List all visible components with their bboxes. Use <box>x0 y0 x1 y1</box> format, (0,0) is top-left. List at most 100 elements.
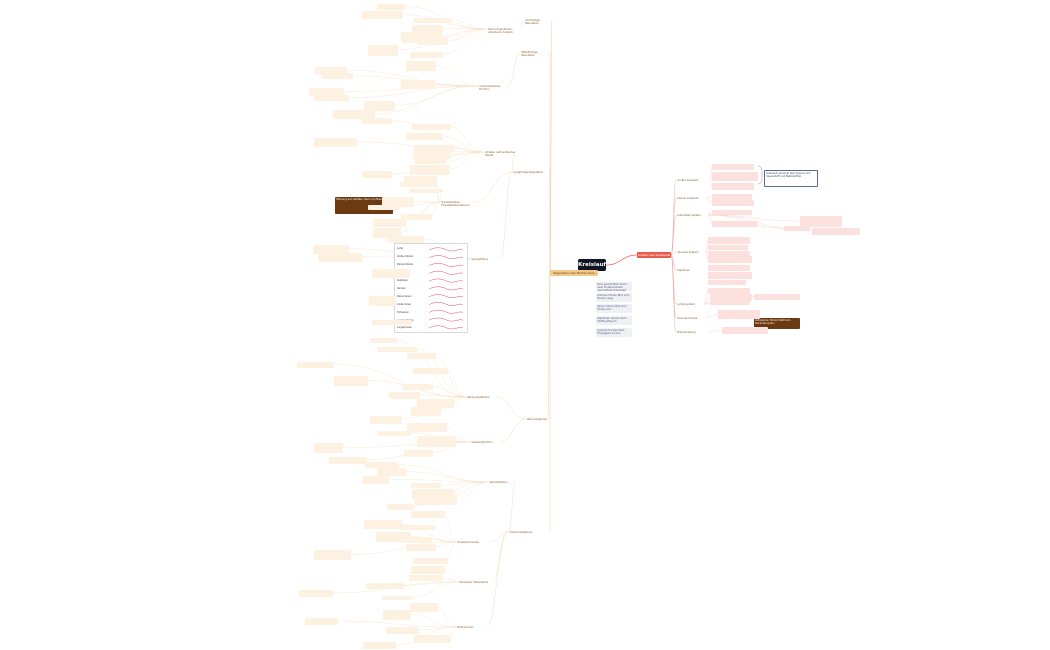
leaf-node[interactable] <box>710 300 751 306</box>
leaf-node[interactable] <box>312 244 349 254</box>
branch-node[interactable]: Barorezeptoren <box>527 417 548 421</box>
subtopic-node[interactable]: Renin-Angiotensin-Aldosteron-System <box>488 27 513 33</box>
leaf-node[interactable] <box>382 609 411 621</box>
leaf-node[interactable] <box>414 635 451 644</box>
subtopic-node[interactable]: Blutvolumen <box>457 625 474 629</box>
leaf-node[interactable] <box>362 10 403 20</box>
info-note[interactable]: Venen führen Blut zum Herzen hin <box>596 304 633 314</box>
branch-node[interactable]: Kapillaren <box>677 268 691 272</box>
leaf-node[interactable] <box>708 265 751 272</box>
main-topic-right[interactable]: Aufbau des Kreislaufs <box>637 252 671 258</box>
branch-node[interactable]: Langfristige Regulation <box>513 170 544 174</box>
leaf-node[interactable] <box>363 101 395 111</box>
leaf-node[interactable] <box>408 188 443 194</box>
leaf-node[interactable] <box>812 228 861 236</box>
subtopic-node[interactable]: Sympathikus <box>471 257 488 261</box>
leaf-node[interactable] <box>400 32 443 43</box>
leaf-node[interactable] <box>387 235 425 244</box>
leaf-node[interactable] <box>401 213 433 221</box>
leaf-node[interactable] <box>414 17 452 23</box>
branch-node[interactable]: Herz als Pumpe <box>677 316 698 320</box>
leaf-node[interactable] <box>712 172 759 182</box>
leaf-node[interactable] <box>314 138 357 147</box>
leaf-node[interactable] <box>417 37 449 45</box>
branch-node[interactable]: Großer Kreislauf <box>677 178 699 182</box>
leaf-node[interactable] <box>413 558 449 565</box>
leaf-node[interactable] <box>371 269 411 279</box>
leaf-node[interactable] <box>415 495 458 506</box>
subtopic-node[interactable]: Atriales natriuretisches Peptid <box>485 150 516 156</box>
leaf-node[interactable] <box>413 368 449 375</box>
leaf-node[interactable] <box>416 398 454 409</box>
leaf-node[interactable] <box>364 462 399 469</box>
leaf-node[interactable] <box>387 503 415 510</box>
leaf-node[interactable] <box>401 537 432 543</box>
central-topic[interactable]: Kreislauf <box>578 259 606 271</box>
leaf-node[interactable] <box>708 245 749 251</box>
leaf-node[interactable] <box>407 423 447 433</box>
leaf-node[interactable] <box>333 110 376 120</box>
info-note[interactable]: Arterien führen Blut vom Herzen weg <box>596 293 633 303</box>
leaf-node[interactable] <box>400 80 435 90</box>
branch-node[interactable]: Lymphsystem <box>677 302 696 306</box>
info-note[interactable]: Lymphe transportiert Flüssigkeit zurück <box>596 328 633 338</box>
leaf-node[interactable] <box>362 641 397 649</box>
leaf-node[interactable] <box>322 73 353 80</box>
leaf-node[interactable] <box>317 253 362 262</box>
info-note[interactable]: Herz pumpt Blut durch zwei hintereinande… <box>596 282 633 292</box>
leaf-node[interactable] <box>375 531 411 542</box>
leaf-node[interactable] <box>404 176 437 186</box>
leaf-node[interactable] <box>406 60 436 71</box>
leaf-node[interactable] <box>416 436 456 447</box>
leaf-node[interactable] <box>411 566 446 574</box>
leaf-node[interactable] <box>376 4 406 11</box>
leaf-node[interactable] <box>712 210 753 216</box>
branch-node[interactable]: Kleiner Kreislauf <box>677 196 699 200</box>
leaf-node[interactable] <box>411 483 441 489</box>
leaf-node[interactable] <box>381 595 414 601</box>
leaf-node[interactable] <box>409 164 450 175</box>
leaf-node[interactable] <box>369 295 397 306</box>
leaf-node[interactable] <box>800 216 843 228</box>
leaf-node[interactable] <box>412 489 454 500</box>
subtopic-node[interactable]: Herzzeitvolumen <box>457 540 480 544</box>
leaf-node[interactable] <box>412 150 451 160</box>
main-topic-left[interactable]: Regulation des Blutdruckes <box>550 270 598 276</box>
leaf-node[interactable] <box>400 181 438 188</box>
leaf-node[interactable] <box>712 200 755 207</box>
note-box[interactable]: Kreislauf versorgt alle Organe mit Sauer… <box>764 170 819 188</box>
branch-node[interactable]: Blutverteilung <box>677 330 696 334</box>
leaf-node[interactable] <box>708 237 751 245</box>
leaf-node[interactable] <box>314 66 347 75</box>
subtopic-node[interactable]: Parasympathikus <box>467 395 490 399</box>
leaf-node[interactable] <box>314 550 352 561</box>
leaf-node[interactable] <box>712 164 755 171</box>
leaf-node[interactable] <box>297 361 335 368</box>
leaf-node[interactable] <box>371 319 412 326</box>
leaf-node[interactable] <box>407 353 436 359</box>
leaf-node[interactable] <box>405 543 436 551</box>
leaf-node[interactable] <box>366 583 405 589</box>
leaf-node[interactable] <box>308 88 345 96</box>
branch-node[interactable]: Chemorezeptoren <box>509 530 533 534</box>
leaf-node[interactable] <box>368 205 401 211</box>
leaf-node[interactable] <box>412 123 452 130</box>
leaf-node[interactable] <box>369 338 397 344</box>
branch-node[interactable]: Venöses System <box>677 250 699 254</box>
leaf-node[interactable] <box>382 197 414 208</box>
leaf-node[interactable] <box>305 618 339 626</box>
leaf-node[interactable] <box>298 590 334 597</box>
leaf-node[interactable] <box>313 443 344 454</box>
leaf-node[interactable] <box>722 327 769 335</box>
leaf-node[interactable] <box>401 384 433 390</box>
leaf-node[interactable] <box>718 310 761 320</box>
leaf-node[interactable] <box>364 520 402 530</box>
leaf-node[interactable] <box>414 145 456 152</box>
leaf-node[interactable] <box>373 219 406 227</box>
leaf-node[interactable] <box>406 132 444 141</box>
leaf-node[interactable] <box>784 226 811 232</box>
leaf-node[interactable] <box>378 430 411 436</box>
subtopic-node[interactable]: Vasodilatation <box>489 480 508 484</box>
leaf-node[interactable] <box>712 183 755 191</box>
leaf-node[interactable] <box>360 117 393 125</box>
